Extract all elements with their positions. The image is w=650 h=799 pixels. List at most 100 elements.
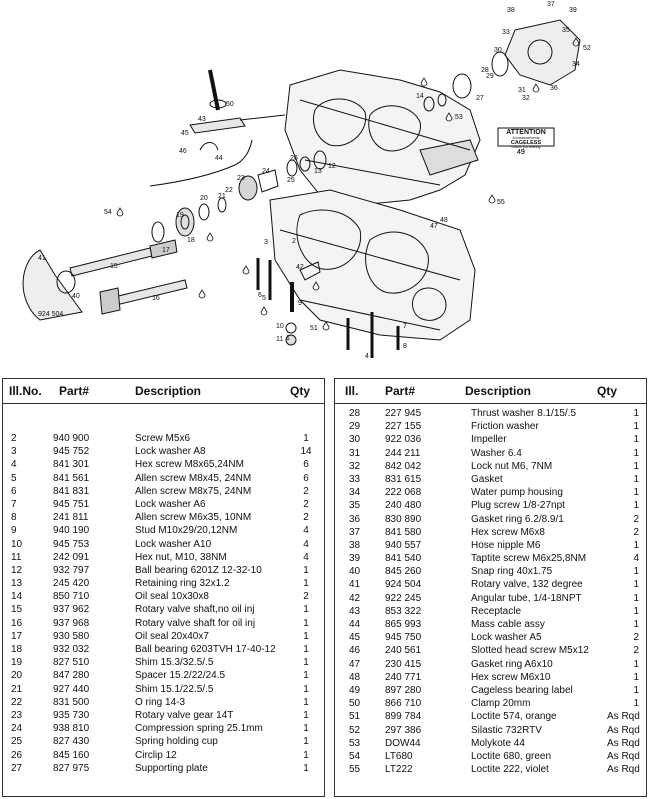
- part-number: 242 091: [53, 551, 90, 563]
- description: Rotary valve shaft for oil inj: [135, 617, 256, 629]
- part-number: 227 155: [385, 421, 422, 433]
- quantity: 4: [303, 551, 309, 563]
- part-number: 831 500: [53, 696, 90, 708]
- description: Spring holding cup: [135, 736, 218, 748]
- part-number: LT222: [385, 764, 413, 776]
- description: Stud M10x29/20,12NM: [135, 525, 238, 537]
- description: Impeller: [471, 434, 507, 446]
- quantity: 1: [633, 487, 639, 499]
- ill-number: 48: [349, 671, 361, 683]
- callout: 19: [176, 212, 184, 219]
- description: Plug screw 1/8-27npt: [471, 500, 565, 512]
- callout: 23: [237, 175, 245, 182]
- part-number: 932 797: [53, 564, 90, 576]
- part-number: 922 245: [385, 592, 422, 604]
- part-number: 241 811: [53, 512, 89, 524]
- part-number: 927 440: [53, 683, 90, 695]
- ill-number: 29: [349, 421, 361, 433]
- ill-number: 49: [349, 684, 361, 696]
- ill-number: 53: [349, 737, 361, 749]
- description: Gasket ring 6.2/8.9/1: [471, 513, 564, 525]
- description: Loctite 574, orange: [471, 711, 557, 723]
- ill-number: 3: [11, 446, 17, 458]
- ill-number: 25: [11, 736, 23, 748]
- rotary-valve-part-number: 924 504: [38, 311, 63, 318]
- quantity: 1: [303, 657, 309, 669]
- callout: 33: [502, 29, 510, 36]
- quantity: As Rqd: [607, 737, 640, 749]
- ill-number: 44: [349, 619, 361, 630]
- callout: 30: [494, 47, 502, 54]
- description: Hex screw M6x8: [471, 526, 545, 538]
- sealant-drop-icon: [488, 194, 496, 204]
- part-number: 924 504: [385, 579, 422, 591]
- part-number: 841 301: [53, 459, 90, 471]
- description: Gasket ring A6x10: [471, 658, 553, 670]
- part-number: 227 945: [385, 408, 422, 419]
- callout: 18: [187, 237, 195, 244]
- part-number: DOW44: [385, 737, 421, 749]
- callout: 6: [258, 292, 262, 299]
- ill-number: 43: [349, 605, 361, 617]
- ill-number: 19: [11, 657, 23, 669]
- ill-number: 16: [11, 617, 23, 629]
- description: Water pump housing: [471, 487, 563, 499]
- quantity: 1: [303, 433, 309, 444]
- rotary-valve-shaft-16: [109, 279, 188, 307]
- quantity: 4: [303, 538, 309, 550]
- part-number: 240 771: [385, 671, 422, 683]
- part-number: 865 993: [385, 619, 422, 630]
- description: Rotary valve shaft,no oil inj: [135, 604, 255, 616]
- part-number: 930 580: [53, 630, 90, 642]
- callout: 1: [286, 335, 290, 342]
- description: Spacer 15.2/22/24.5: [135, 670, 226, 682]
- callout: 43: [198, 116, 206, 123]
- callout: 13: [314, 168, 322, 175]
- description: Lock washer A5: [471, 632, 542, 644]
- callout: 35: [562, 27, 570, 34]
- lower-crankcase-half: [269, 189, 476, 341]
- callout: 49: [517, 149, 525, 156]
- ill-number: 24: [11, 723, 23, 735]
- callout: 12: [328, 163, 336, 170]
- description: Oil seal 10x30x8: [135, 591, 209, 603]
- sealant-drop-icon: [116, 207, 124, 217]
- attention-line3: CAGELESS: [511, 140, 542, 146]
- quantity: 1: [633, 434, 639, 446]
- callout: 32: [522, 95, 530, 102]
- callout: 17: [162, 247, 170, 254]
- attention-number: 49: [517, 149, 525, 156]
- callout: 14: [416, 93, 424, 100]
- header-description: Description: [465, 384, 532, 398]
- callout: 46: [179, 148, 187, 155]
- part-number: 841 580: [385, 526, 422, 538]
- ill-number: 21: [11, 683, 23, 695]
- sealant-drop-icon: [532, 83, 540, 93]
- description: Lock washer A8: [135, 446, 206, 458]
- quantity: 4: [633, 553, 639, 565]
- ill-number: 35: [349, 500, 361, 512]
- part-number: 853 322: [385, 605, 422, 617]
- description: Taptite screw M6x25,8NM: [471, 553, 587, 565]
- description: Rotary valve gear 14T: [135, 709, 234, 721]
- part-number: 845 160: [53, 749, 90, 761]
- ill-number: 8: [11, 512, 17, 524]
- attention-line4: bottom pin bearing: [512, 145, 541, 149]
- quantity: 1: [303, 630, 309, 642]
- quantity: 1: [633, 671, 639, 683]
